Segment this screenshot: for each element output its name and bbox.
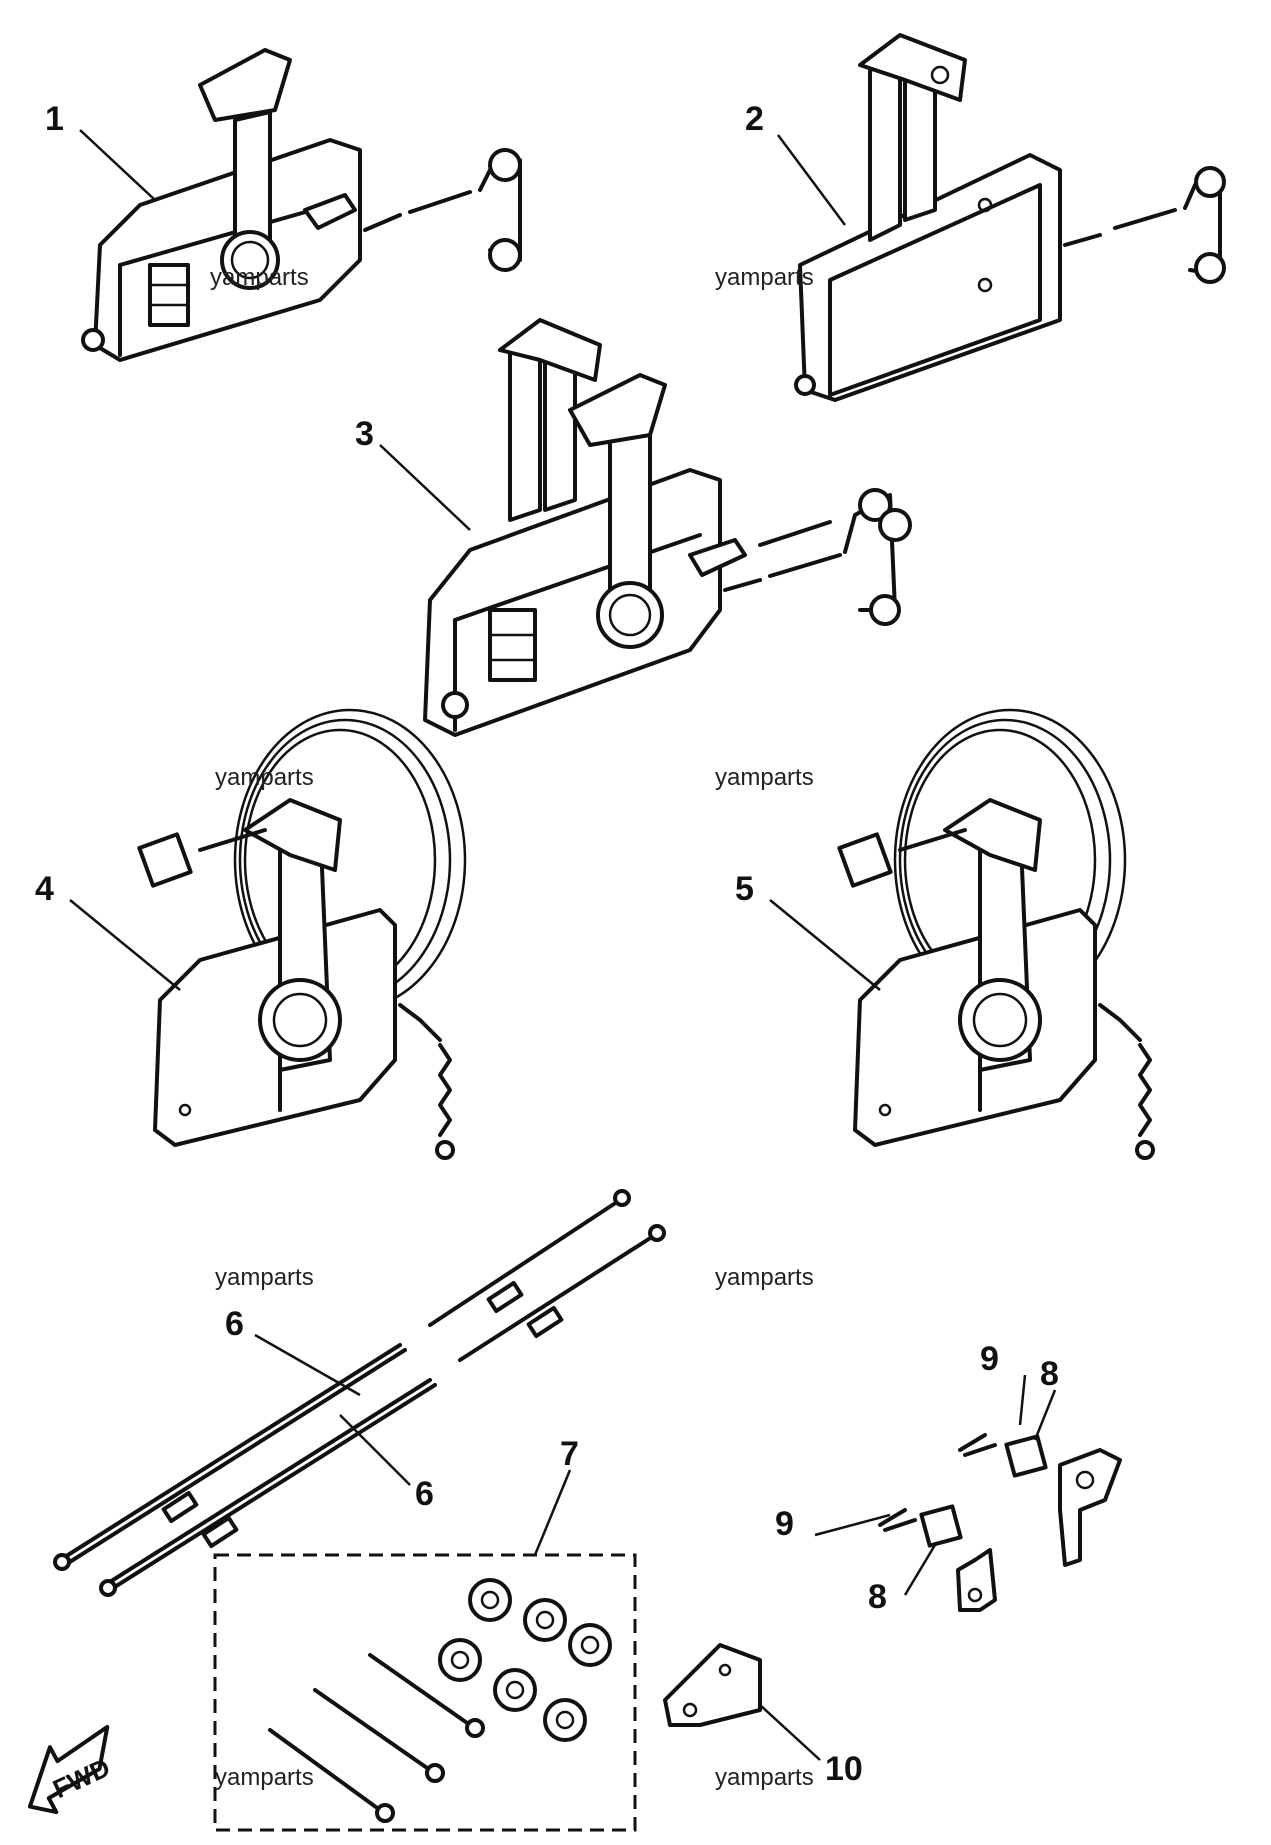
callout-3: 3 [355,415,374,453]
watermark: yamparts [715,764,814,791]
watermark: yamparts [215,1764,314,1791]
cable-end-connector [919,1434,1122,1612]
remote-control-box-1 [81,48,522,362]
callout-numbers: 1 2 3 4 5 6 6 7 8 8 9 9 10 [35,100,1059,1788]
callout-2: 2 [745,100,764,138]
callout-8a: 8 [1040,1355,1059,1393]
watermark: yamparts [215,764,314,791]
fwd-direction-arrow: FWD [27,1724,115,1815]
callout-6a: 6 [225,1305,244,1343]
leader-lines [69,129,1057,1761]
callout-5: 5 [735,870,754,908]
control-cable [53,1189,666,1597]
callout-7: 7 [560,1435,579,1473]
cotter-pin [878,1433,997,1532]
callout-8b: 8 [868,1578,887,1616]
watermark: yamparts [210,264,309,291]
watermark: yamparts [215,1264,314,1291]
bolt [268,1653,485,1823]
hardware-kit [213,1553,637,1832]
remote-control-4 [137,708,467,1160]
callout-9a: 9 [980,1340,999,1378]
watermark: yamparts [715,1764,814,1791]
remote-control-box-3 [423,318,912,737]
remote-control-box-2 [794,33,1226,402]
callout-6b: 6 [415,1475,434,1513]
watermarks: yamparts yamparts yamparts yamparts yamp… [210,264,814,1791]
bushing [438,1578,612,1742]
watermark: yamparts [715,264,814,291]
bracket [663,1643,762,1727]
watermark: yamparts [715,1264,814,1291]
callout-10: 10 [825,1750,863,1788]
callout-1: 1 [45,100,64,138]
remote-control-5 [837,708,1155,1160]
callout-4: 4 [35,870,54,908]
callout-9b: 9 [775,1505,794,1543]
